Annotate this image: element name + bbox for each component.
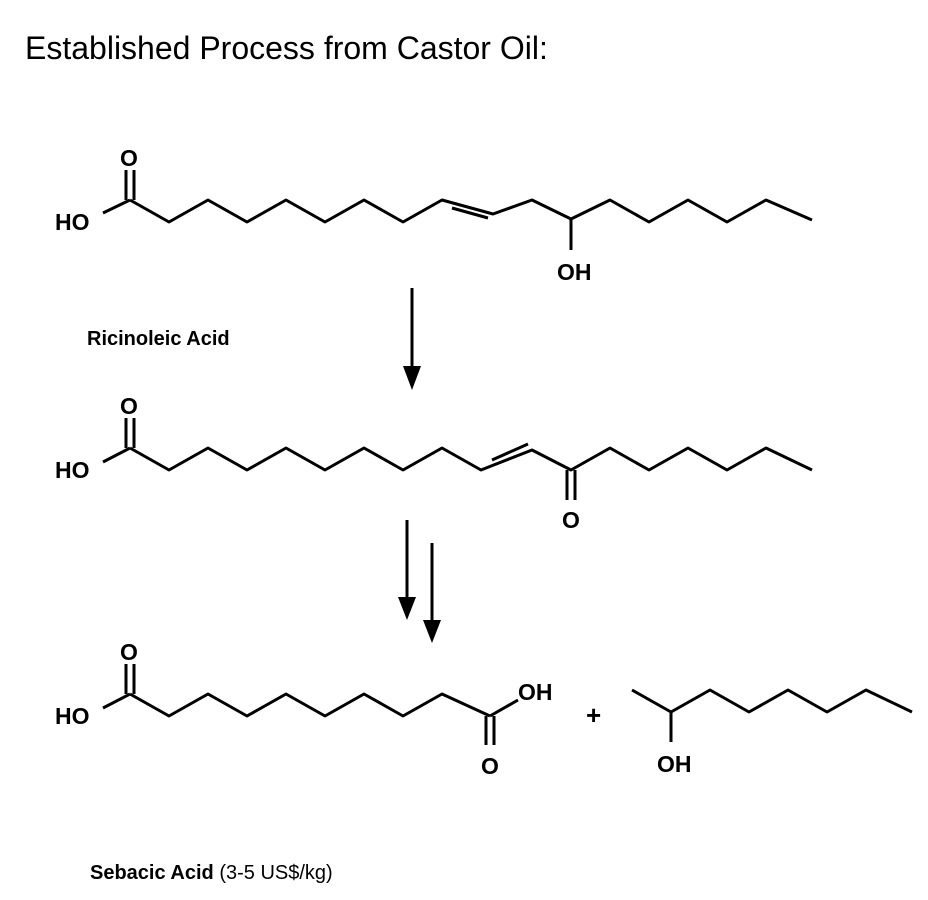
ricinoleic-acid-label: Ricinoleic Acid: [87, 328, 230, 351]
acid-oh-bond: [102, 198, 131, 215]
slide-title: Established Process from Castor Oil:: [25, 30, 548, 66]
acid-hydroxyl-left: HO: [55, 703, 90, 729]
hydroxyl-group: OH: [657, 751, 692, 777]
ricinoleic-acid-structure: O HO OH: [55, 145, 813, 285]
carbonyl-oxygen-right: O: [481, 753, 499, 779]
carbon-chain: [129, 446, 813, 472]
ketone-oxygen: O: [562, 507, 580, 533]
acid-oh-bond: [102, 692, 131, 710]
acid-oh-bond: [102, 446, 131, 464]
octanol-structure: OH: [631, 688, 913, 777]
acid-oh-bond: [489, 698, 519, 718]
carbon-chain: [129, 692, 491, 718]
carbon-chain: [129, 198, 813, 224]
trans-double-bond: [451, 206, 489, 220]
ricinoleic-acid-name: Ricinoleic Acid: [87, 328, 230, 350]
keto-intermediate-structure: O HO O: [55, 393, 813, 533]
acid-hydroxyl-right: OH: [518, 679, 553, 705]
sebacic-acid-name: Sebacic Acid: [90, 862, 214, 884]
enone-double-bond: [491, 442, 529, 462]
reaction-arrow-oxidation: [403, 288, 421, 390]
hydroxyl-group: OH: [557, 259, 592, 285]
carbonyl-oxygen: O: [120, 393, 138, 419]
acid-hydroxyl: HO: [55, 457, 90, 483]
sebacic-acid-label: Sebacic Acid (3-5 US$/kg): [90, 862, 333, 885]
sebacic-acid-price: (3-5 US$/kg): [219, 862, 333, 884]
carbonyl-oxygen: O: [120, 145, 138, 171]
acid-hydroxyl: HO: [55, 209, 90, 235]
sebacic-acid-structure: O HO OH O: [55, 639, 553, 779]
carbon-chain: [631, 688, 913, 714]
plus-sign: +: [586, 700, 601, 730]
reaction-arrow-multistep: [398, 520, 441, 643]
carbonyl-oxygen-left: O: [120, 639, 138, 665]
